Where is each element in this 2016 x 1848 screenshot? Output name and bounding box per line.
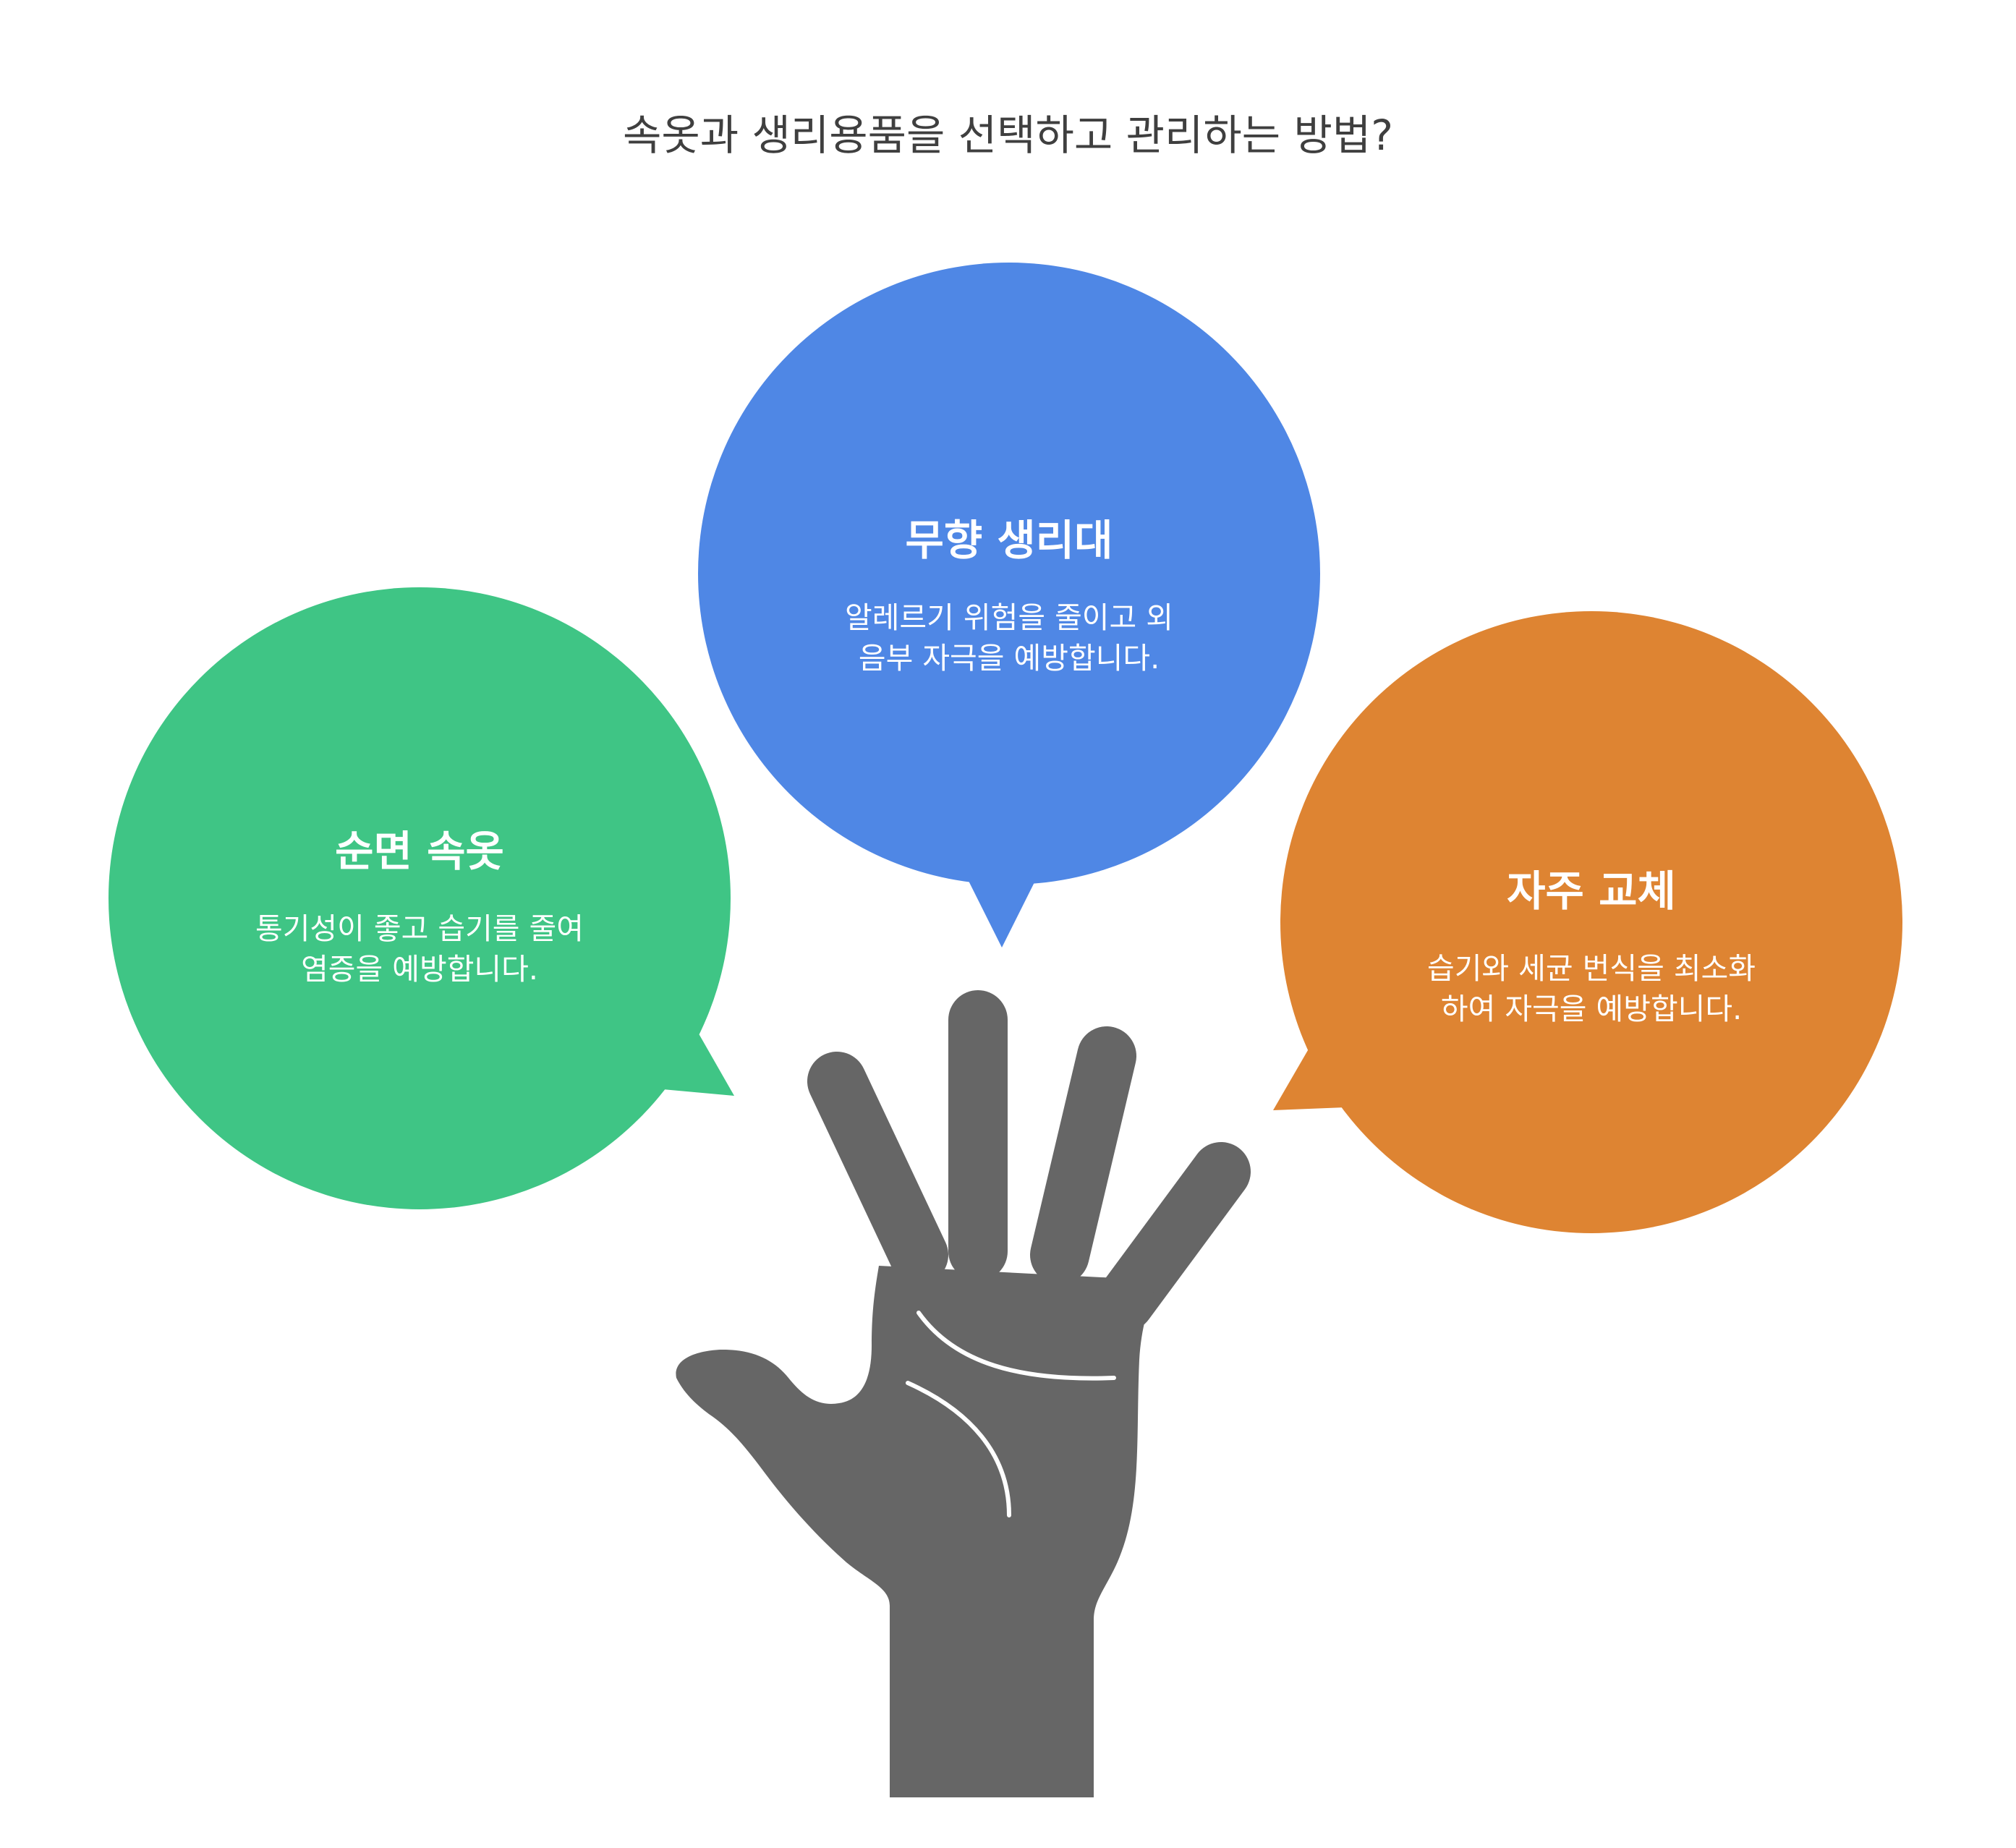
description-line: 통기성이 좋고 습기를 줄여 — [255, 911, 584, 946]
description-line: 염증을 예방합니다. — [301, 952, 538, 987]
bubble-cotton-underwear-text: 순면 속옷 통기성이 좋고 습기를 줄여 염증을 예방합니다. — [166, 817, 673, 989]
description-line: 습기와 세균 번식을 최소화 — [1426, 951, 1756, 986]
bubble-unscented-pad-text: 무향 생리대 알레르기 위험을 줄이고 외 음부 자극을 예방합니다. — [756, 506, 1262, 678]
bubble-frequent-change-text: 자주 교체 습기와 세균 번식을 최소화 하여 자극을 예방합니다. — [1338, 857, 1845, 1029]
description-line: 하여 자극을 예방합니다. — [1440, 992, 1743, 1026]
bubble-cotton-underwear — [109, 587, 734, 1209]
bubble-title: 순면 속옷 — [335, 827, 504, 876]
open-hand-palm-icon — [676, 990, 1251, 1797]
bubble-unscented-pad — [698, 263, 1320, 948]
description-line: 알레르기 위험을 줄이고 외 — [844, 600, 1174, 635]
page-title: 속옷과 생리용품을 선택하고 관리하는 방법? — [622, 111, 1393, 160]
bubble-title: 무향 생리대 — [905, 516, 1113, 565]
bubble-description: 습기와 세균 번식을 최소화 하여 자극을 예방합니다. — [1338, 948, 1845, 1029]
bubble-title: 자주 교체 — [1507, 866, 1676, 916]
bubble-frequent-change — [1273, 611, 1902, 1233]
bubble-description: 알레르기 위험을 줄이고 외 음부 자극을 예방합니다. — [756, 597, 1262, 678]
bubble-description: 통기성이 좋고 습기를 줄여 염증을 예방합니다. — [166, 908, 673, 989]
description-line: 음부 자극을 예방합니다. — [858, 641, 1160, 676]
